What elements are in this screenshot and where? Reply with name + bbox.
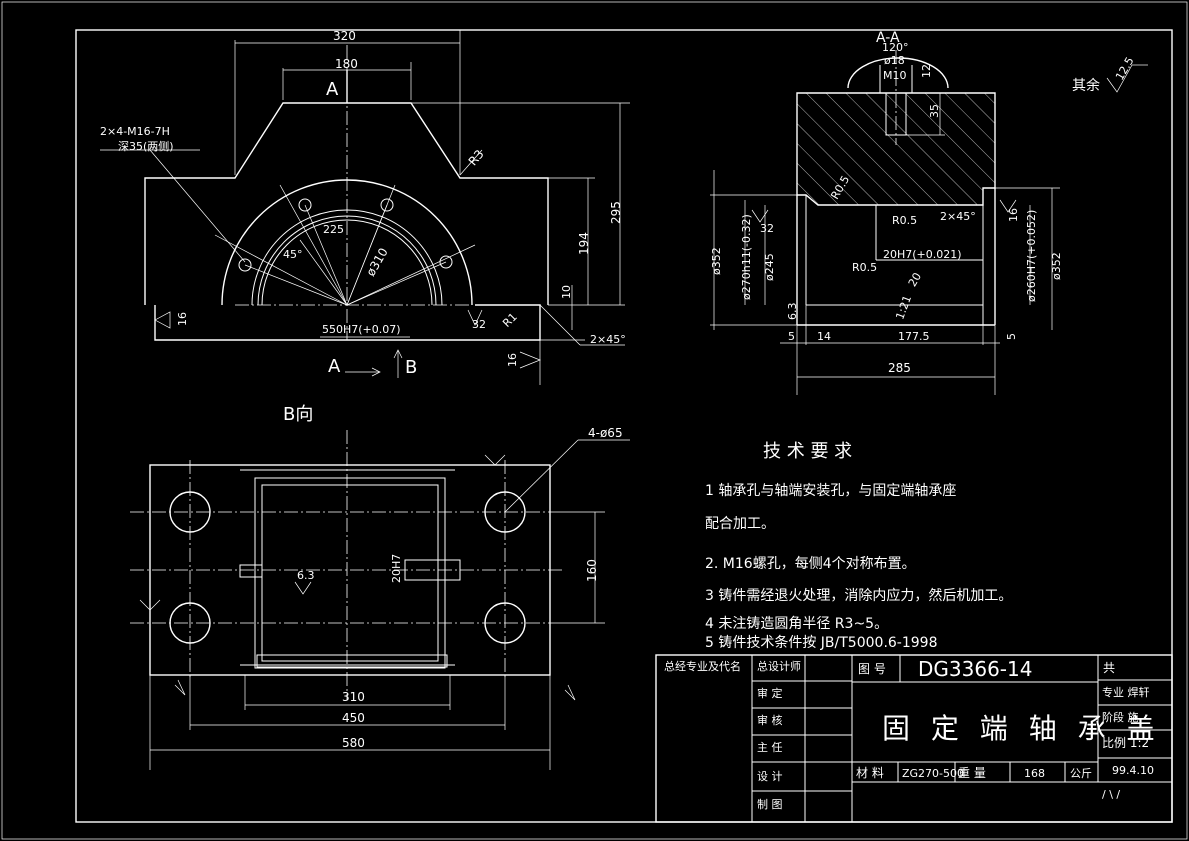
part-name: 固 定 端 轴 承 盖 <box>882 712 1161 745</box>
holes-4x65: 4-ø65 <box>588 426 623 440</box>
angle-45: 45° <box>283 248 303 261</box>
tech-requirements: 技 术 要 求 1 轴承孔与轴端安装孔，与固定端轴承座 配合加工。 2. M16… <box>705 441 1012 651</box>
tech-req-line-3: 2. M16螺孔，每侧4个对称布置。 <box>705 556 916 572</box>
stage: 阶段 施 <box>1102 710 1139 724</box>
tech-req-line-4: 3 铸件需经退火处理，消除内应力，然后机加工。 <box>705 587 1012 604</box>
title-block: 总经专业及代名 总设计师 审 定 审 核 主 任 设 计 制 图 图 号 DG3… <box>655 654 1173 823</box>
chamfer-2x45: 2×45° <box>590 333 626 346</box>
row-label-3: 主 任 <box>757 741 783 754</box>
dim-295: 295 <box>609 201 623 224</box>
sheet-count: 共 <box>1103 661 1115 675</box>
tech-req-line-5: 4 未注铸造圆角半径 R3~5。 <box>705 616 888 632</box>
dim-180: 180 <box>335 57 358 71</box>
dia-18: ø18 <box>884 54 905 67</box>
dia-260: ø260H7(+0.052) <box>1025 210 1038 302</box>
section-title: A-A <box>876 30 900 46</box>
row-label-5: 制 图 <box>757 798 783 811</box>
row-label-0: 总设计师 <box>757 659 801 673</box>
inner-frame <box>75 29 1173 823</box>
rough-16-sec: 16 <box>1007 208 1020 222</box>
rough-32-sec: 32 <box>760 222 774 235</box>
dim-5-a: 5 <box>788 330 795 343</box>
bottom-right-mark: / \ / <box>1102 788 1120 801</box>
specialty: 专业 焊轩 <box>1102 685 1150 699</box>
dim-285: 285 <box>888 361 911 375</box>
rough-16-bottom: 16 <box>506 353 519 367</box>
material-value: ZG270-500 <box>902 767 964 780</box>
view-b-marker: B <box>405 357 417 378</box>
fit-20h7: 20H7(+0.021) <box>883 248 962 261</box>
front-view: 320 180 A 2×4-M16-7H 深35(两侧) R3 295 194 … <box>100 29 630 385</box>
angle-120: 120° <box>882 41 909 54</box>
dim-450-b: 450 <box>342 711 365 725</box>
row-label-4: 设 计 <box>757 770 783 783</box>
weight-label: 重 量 <box>958 766 986 780</box>
dim-6-3: 6.3 <box>786 303 799 321</box>
section-a-label-top: A <box>326 79 339 100</box>
weight-unit: 公斤 <box>1070 767 1092 780</box>
bottom-view: B向 4-ø65 160 20H7 6 <box>130 404 630 770</box>
material-label: 材 料 <box>856 766 884 780</box>
thread-m10: M10 <box>883 69 907 82</box>
rough-16-left: 16 <box>176 312 189 326</box>
title-left-header: 总经专业及代名 <box>664 659 741 673</box>
rough-other-value: 12.5 <box>1113 55 1137 83</box>
dim-194: 194 <box>577 232 591 255</box>
dim-5-b: 5 <box>1005 333 1018 340</box>
scale: 比例 1:2 <box>1102 736 1149 750</box>
drawing-number: DG3366-14 <box>918 657 1032 681</box>
drawing-no-label: 图 号 <box>858 662 886 676</box>
rough-32: 32 <box>472 318 486 331</box>
ratio-1-21: 1:21 <box>893 294 914 322</box>
tech-req-title: 技 术 要 求 <box>763 441 852 462</box>
dia-352-left: ø352 <box>710 247 723 275</box>
radius-r1: R1 <box>500 310 520 330</box>
tech-req-line-1: 1 轴承孔与轴端安装孔，与固定端轴承座 <box>705 483 956 499</box>
dia-310: ø310 <box>364 245 391 278</box>
radius-r05-c: R0.5 <box>852 261 877 274</box>
weight-value: 168 <box>1024 767 1045 780</box>
tech-req-line-6: 5 铸件技术条件按 JB/T5000.6-1998 <box>705 634 937 651</box>
dim-320: 320 <box>333 29 356 43</box>
dim-10: 10 <box>560 285 573 299</box>
tech-req-line-2: 配合加工。 <box>705 516 775 532</box>
dim-177-5: 177.5 <box>898 330 930 343</box>
dia-352-right: ø352 <box>1050 252 1063 280</box>
view-b-title: B向 <box>283 404 313 425</box>
fit-20h7-b: 20H7 <box>390 554 403 583</box>
dim-310-b: 310 <box>342 690 365 704</box>
dia-270: ø270h11(-0.32) <box>740 214 753 300</box>
view-a-marker: A <box>328 356 341 377</box>
dim-35: 35 <box>928 104 941 118</box>
dim-20-chamfer: 20 <box>906 270 924 289</box>
section-view: A-A 120° ø18 M10 12 35 R0.5 R0.5 2×45° R… <box>710 30 1148 395</box>
row-label-2: 审 核 <box>757 713 783 727</box>
dim-160: 160 <box>585 559 599 582</box>
dim-12: 12 <box>920 64 933 78</box>
radius-r05-b: R0.5 <box>892 214 917 227</box>
radius-225: 225 <box>323 223 344 236</box>
date: 99.4.10 <box>1112 764 1154 777</box>
dia-245: ø245 <box>763 253 776 281</box>
thread-depth-note: 深35(两侧) <box>118 140 174 153</box>
thread-note: 2×4-M16-7H <box>100 125 170 138</box>
chamfer-2x45-sec: 2×45° <box>940 210 976 223</box>
row-label-1: 审 定 <box>757 686 783 700</box>
rough-other-label: 其余 <box>1072 77 1100 94</box>
dim-14: 14 <box>817 330 831 343</box>
bore-fit: 550H7(+0.07) <box>322 323 401 336</box>
rough-6-3-b: 6.3 <box>297 569 315 582</box>
dim-580-b: 580 <box>342 736 365 750</box>
